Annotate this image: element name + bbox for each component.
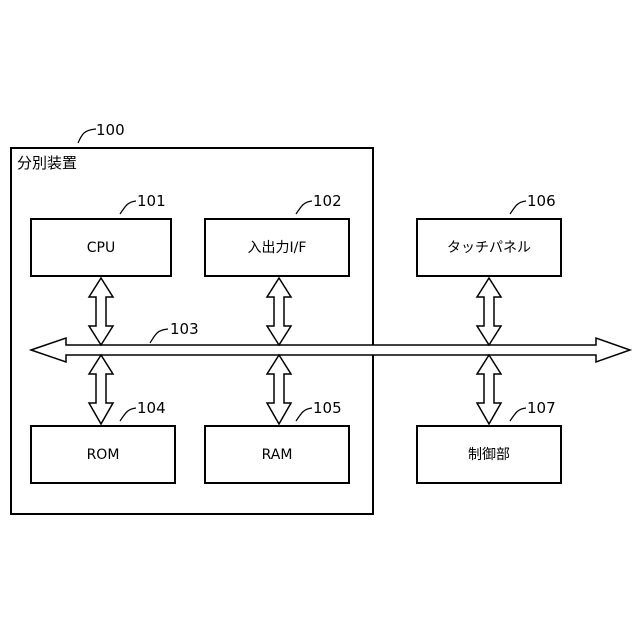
cpu-ref-leader — [120, 201, 136, 214]
ram-label: RAM — [262, 447, 293, 463]
io-label: 入出力I/F — [248, 240, 307, 256]
rom-bus-arrow — [89, 355, 113, 424]
device-ref-leader — [78, 129, 96, 143]
device-ref: 100 — [96, 121, 125, 139]
control-label: 制御部 — [468, 447, 510, 463]
ram-ref: 105 — [313, 399, 342, 417]
cpu-label: CPU — [87, 240, 115, 256]
touch-label: タッチパネル — [447, 240, 531, 256]
rom-label: ROM — [87, 447, 120, 463]
io-bus-arrow — [267, 278, 291, 345]
bus-ref: 103 — [170, 320, 199, 338]
ram-bus-arrow — [267, 355, 291, 424]
touch-ref: 106 — [527, 192, 556, 210]
io-ref-leader — [296, 201, 312, 214]
control-bus-arrow — [477, 355, 501, 424]
io-ref: 102 — [313, 192, 342, 210]
control-ref-leader — [510, 408, 526, 421]
device-title: 分別装置 — [17, 154, 77, 172]
bus-arrow — [31, 338, 630, 362]
bus-ref-leader — [150, 329, 168, 343]
control-ref: 107 — [527, 399, 556, 417]
rom-ref: 104 — [137, 399, 166, 417]
cpu-ref: 101 — [137, 192, 166, 210]
rom-ref-leader — [120, 408, 136, 421]
touch-ref-leader — [510, 201, 526, 214]
ram-ref-leader — [296, 408, 312, 421]
cpu-bus-arrow — [89, 278, 113, 345]
touch-bus-arrow — [477, 278, 501, 345]
